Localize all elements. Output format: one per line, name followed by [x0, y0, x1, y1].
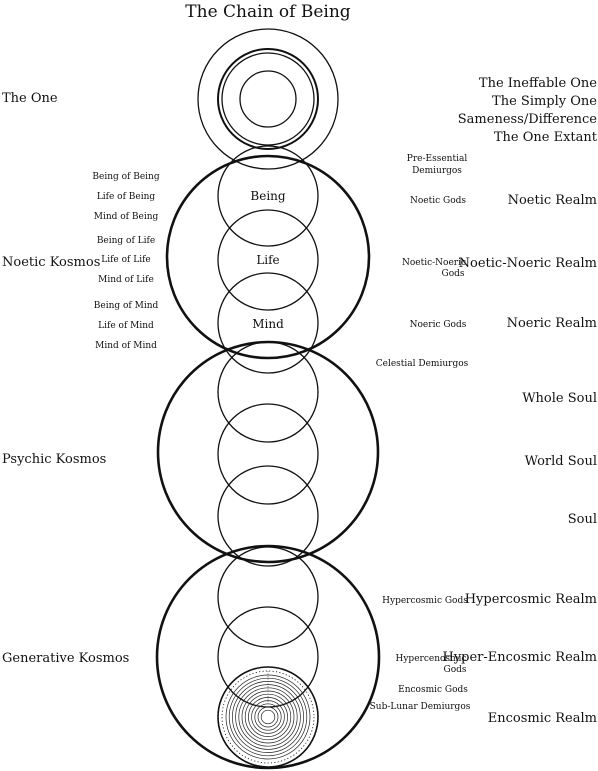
noetic-gods-label: Noetic Gods [410, 196, 466, 206]
hypercosmic-gods-label: Hypercosmic Gods [382, 596, 468, 606]
label-generative-kosmos: Generative Kosmos [2, 651, 129, 666]
noeric-gods-label: Noeric Gods [410, 320, 467, 330]
triad-label: Being of Life [97, 236, 155, 246]
noetic-kosmos-circle [165, 154, 371, 360]
triad-label: Life of Life [101, 255, 151, 265]
realm-label-noeric: Noeric Realm [507, 316, 597, 331]
encosmic-sphere-zodiac-band [221, 670, 315, 764]
noetic-triads: Being of Being Life of Being Mind of Bei… [92, 172, 159, 351]
being-circle [217, 145, 319, 247]
hyperencosmic-gods-label: Gods [444, 665, 467, 675]
the-one-outer-ring [197, 28, 339, 170]
the-one-circles [197, 28, 339, 170]
realm-labels: Noetic Realm Noetic-Noeric Realm Noeric … [442, 193, 597, 726]
generative-kosmos-circle [155, 544, 381, 770]
realm-label-soul: Soul [568, 512, 597, 527]
world-soul-circle [217, 403, 319, 505]
encosmic-gods-label: Encosmic Gods [398, 685, 468, 695]
life-circle [217, 209, 319, 311]
celestial-demiurgos-label: Celestial Demiurgos [376, 359, 469, 369]
triad-label: Mind of Mind [95, 341, 157, 351]
triad-label: Being of Being [92, 172, 159, 182]
hypercosmic-circle [217, 546, 319, 648]
encosmic-sphere-ring [248, 697, 288, 737]
label-psychic-kosmos: Psychic Kosmos [2, 452, 106, 467]
realm-label-hyper-encosmic: Hyper-Encosmic Realm [442, 650, 597, 665]
triad-label: Being of Mind [94, 301, 159, 311]
realm-label-encosmic: Encosmic Realm [488, 711, 597, 726]
noetic-inner-circles [217, 145, 319, 374]
realm-label-noetic: Noetic Realm [508, 193, 597, 208]
encosmic-sphere-ring [238, 687, 298, 747]
diagram-title: The Chain of Being [185, 2, 351, 22]
the-one-inner-ring [221, 52, 315, 146]
encosmic-sphere-ring [251, 700, 285, 734]
psychic-inner-circles [217, 341, 319, 567]
noetic-noeric-gods-label: Gods [442, 269, 465, 279]
encosmic-sphere-ring [260, 709, 276, 725]
encosmic-sphere-ring [225, 674, 311, 760]
realm-label-noetic-noeric: Noetic-Noeric Realm [459, 256, 597, 271]
soul-circle [217, 465, 319, 567]
the-one-middle-ring [217, 48, 319, 150]
hyperencosmic-gods-label: Hypercenosmic [396, 654, 467, 664]
triad-label: Mind of Being [94, 212, 159, 222]
pre-essential-demiurgos-label: Demiurgos [412, 166, 462, 176]
life-label: Life [256, 253, 279, 267]
label-noetic-kosmos: Noetic Kosmos [2, 255, 100, 270]
realm-label-whole-soul: Whole Soul [522, 391, 597, 406]
encosmic-sphere-ring [228, 677, 308, 757]
pre-essential-demiurgos-label: Pre-Essential [407, 154, 468, 164]
encosmic-sphere-ring [235, 684, 301, 750]
mind-circle [217, 272, 319, 374]
triad-label: Life of Being [97, 192, 156, 202]
mind-label: Mind [252, 317, 284, 331]
divinity-labels: Pre-Essential Demiurgos Noetic Gods Noet… [370, 154, 471, 712]
encosmic-sphere-ring [254, 703, 282, 731]
one-aspect: The One Extant [494, 130, 598, 145]
one-aspect: The Ineffable One [479, 76, 597, 91]
encosmic-sphere [217, 666, 319, 768]
one-aspects: The Ineffable One The Simply One Samenes… [458, 76, 598, 145]
encosmic-sphere-ring [257, 706, 279, 728]
noetic-noeric-gods-label: Noetic-Noeric [402, 258, 466, 268]
psychic-kosmos-circle [156, 340, 380, 564]
one-aspect: The Simply One [492, 94, 597, 109]
whole-soul-circle [217, 341, 319, 443]
realm-label-world-soul: World Soul [525, 454, 597, 469]
realm-label-hypercosmic: Hypercosmic Realm [465, 592, 597, 607]
one-aspect: Sameness/Difference [458, 112, 598, 127]
sub-lunar-demiurgos-label: Sub-Lunar Demiurgos [370, 702, 471, 712]
triad-label: Mind of Life [98, 275, 154, 285]
encosmic-sphere-ring [232, 681, 304, 753]
being-label: Being [250, 189, 285, 203]
label-the-one: The One [2, 91, 58, 106]
encosmic-sphere-outer [217, 666, 319, 768]
generative-inner-circles [217, 546, 319, 708]
the-one-core [239, 70, 297, 128]
triad-label: Life of Mind [98, 321, 154, 331]
